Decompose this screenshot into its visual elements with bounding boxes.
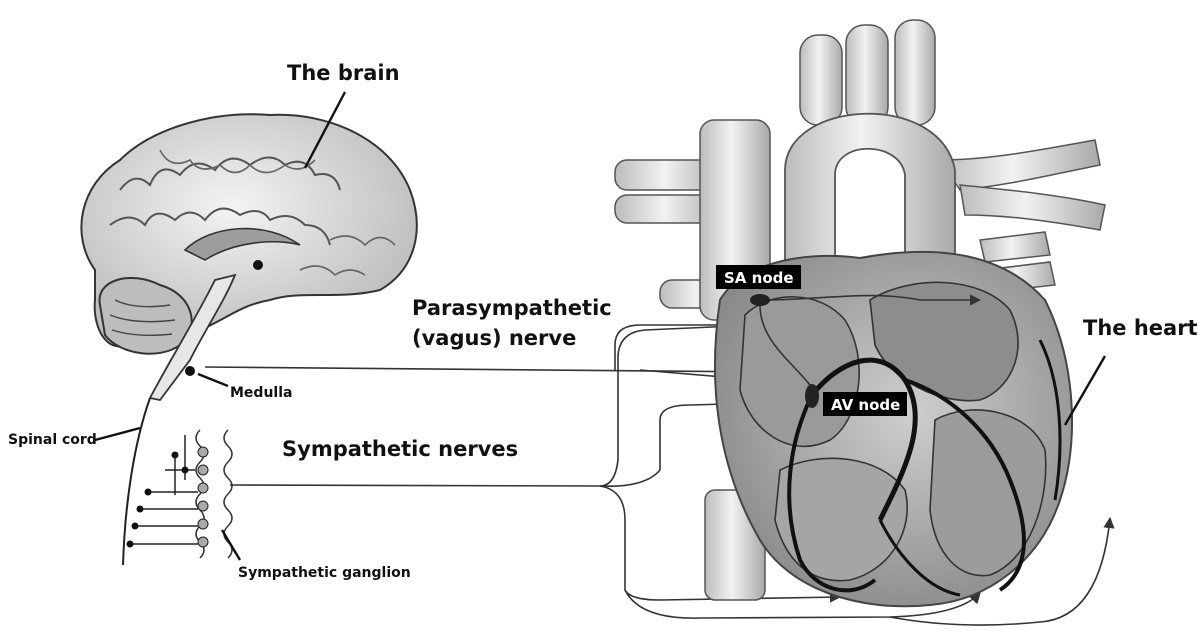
sa-node-marker [750, 294, 770, 306]
sympathetic-trunk-line [230, 485, 600, 486]
brain-illustration [81, 114, 416, 400]
av-node-marker [805, 384, 819, 408]
brain-dot [253, 260, 263, 270]
sympathetic-chain [127, 430, 233, 558]
vagus-nerve-line [205, 367, 770, 372]
medulla-dot [185, 366, 195, 376]
medulla-leader-line [198, 374, 228, 386]
brain-label: The brain [287, 61, 400, 85]
sa-node-badge: SA node [716, 265, 801, 289]
sympathetic-ganglion-label: Sympathetic ganglion [238, 565, 411, 581]
spinal-cord-line [123, 398, 150, 565]
av-node-badge: AV node [823, 392, 907, 416]
sa-node-label: SA node [724, 269, 794, 287]
spinal-cord-label: Spinal cord [8, 432, 97, 448]
sympathetic-nerves-label: Sympathetic nerves [282, 437, 518, 461]
spinal-cord-leader-line [95, 428, 140, 440]
medulla-label: Medulla [230, 385, 292, 401]
heart-illustration [615, 20, 1105, 606]
heart-label: The heart [1083, 316, 1198, 340]
av-node-label: AV node [831, 396, 900, 414]
parasympathetic-label-line2: (vagus) nerve [412, 326, 576, 350]
parasympathetic-label-line1: Parasympathetic [412, 296, 612, 320]
